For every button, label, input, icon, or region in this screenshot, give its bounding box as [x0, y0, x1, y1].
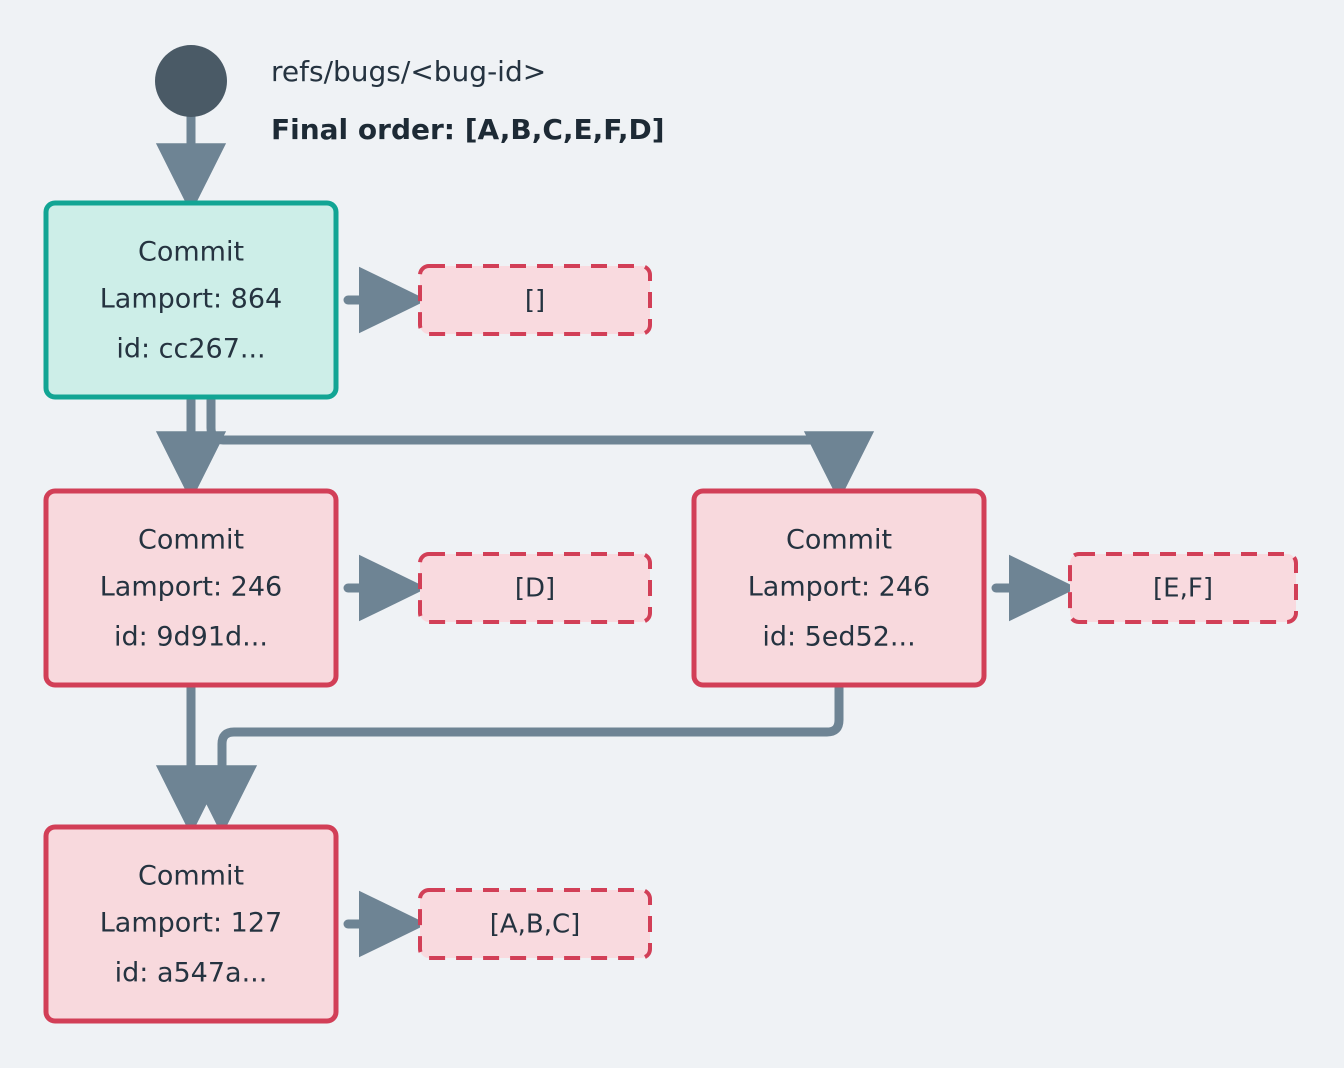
- commit-title: Commit: [138, 237, 244, 268]
- badge-box[interactable]: [1068, 552, 1298, 624]
- commit-box[interactable]: [43, 824, 339, 1024]
- commit-hash: id: a547a...: [115, 958, 268, 989]
- commit-title: Commit: [138, 525, 244, 556]
- commit-title: Commit: [138, 861, 244, 892]
- ref-label: refs/bugs/<bug-id>: [271, 55, 546, 88]
- commit-lamport: Lamport: 246: [100, 572, 282, 603]
- commit-hash: id: 9d91d...: [114, 622, 268, 653]
- badge-label: []: [525, 286, 545, 316]
- node-commit-5ed52[interactable]: Commit Lamport: 246 id: 5ed52...: [691, 488, 987, 688]
- badge-label: [A,B,C]: [490, 910, 581, 940]
- final-order-label: Final order: [A,B,C,E,F,D]: [271, 113, 665, 146]
- edge-cc267-to-5ed52: [206, 395, 875, 502]
- commit-hash: id: 5ed52...: [762, 622, 915, 653]
- commit-box[interactable]: [691, 488, 987, 688]
- commit-box[interactable]: [43, 200, 339, 400]
- commit-box[interactable]: [43, 488, 339, 688]
- commit-hash: id: cc267...: [116, 334, 265, 365]
- root-ref-marker[interactable]: [155, 45, 227, 117]
- commit-lamport: Lamport: 246: [748, 572, 930, 603]
- badge-box[interactable]: [418, 888, 652, 960]
- node-commit-9d91d[interactable]: Commit Lamport: 246 id: 9d91d...: [43, 488, 339, 688]
- edge-5ed52-to-a547a: [186, 682, 844, 836]
- root-node-circle[interactable]: [155, 45, 227, 117]
- node-commit-a547a[interactable]: Commit Lamport: 127 id: a547a...: [43, 824, 339, 1024]
- badge-box[interactable]: [418, 264, 652, 336]
- badge-commit-cc267[interactable]: []: [418, 264, 652, 336]
- commit-lamport: Lamport: 127: [100, 908, 282, 939]
- badge-box[interactable]: [418, 552, 652, 624]
- badge-commit-5ed52[interactable]: [E,F]: [1068, 552, 1298, 624]
- badge-label: [D]: [515, 574, 555, 604]
- badge-label: [E,F]: [1153, 574, 1213, 604]
- badge-commit-9d91d[interactable]: [D]: [418, 552, 652, 624]
- commit-title: Commit: [786, 525, 892, 556]
- node-commit-cc267[interactable]: Commit Lamport: 864 id: cc267...: [43, 200, 339, 400]
- badge-commit-a547a[interactable]: [A,B,C]: [418, 888, 652, 960]
- commit-lamport: Lamport: 864: [100, 284, 282, 315]
- edge-layer: [155, 105, 1078, 958]
